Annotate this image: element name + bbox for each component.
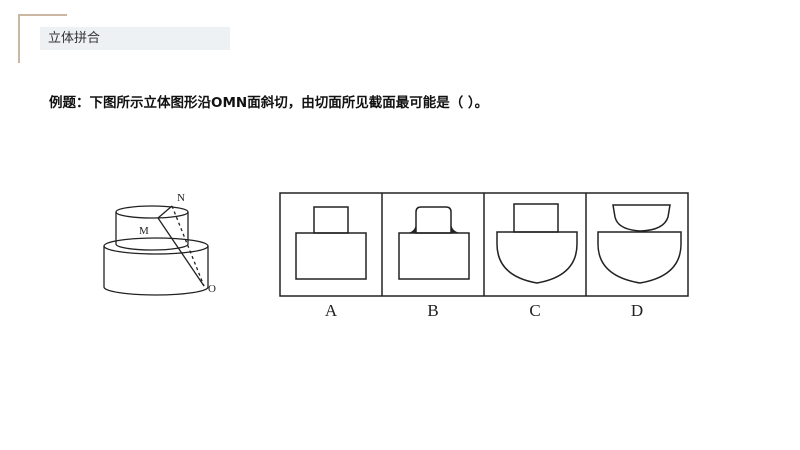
option-label-a: A [325,301,338,320]
question-text: 例题：下图所示立体图形沿OMN面斜切，由切面所见截面最可能是（ ）。 [49,95,489,111]
option-label-c: C [529,301,540,320]
cut-line-nm [157,205,173,219]
option-label-d: D [631,301,643,320]
options-panel [279,192,689,297]
option-a-shape[interactable] [295,206,367,280]
cut-line-no-hidden [171,205,205,287]
option-label-b: B [427,301,438,320]
option-c-shape[interactable] [496,203,578,284]
top-cylinder-top [115,205,189,219]
label-o: O [208,283,216,295]
cut-line-mo [157,217,205,287]
bottom-cylinder-base [103,286,209,296]
top-cylinder-base [115,243,189,251]
option-b-shape[interactable] [398,206,470,280]
corner-accent-vertical [18,14,20,63]
option-d-shape[interactable] [597,204,682,284]
label-n: N [177,192,185,204]
solid-figure [103,205,209,296]
corner-accent-horizontal [18,14,67,16]
section-title: 立体拼合 [40,27,230,50]
label-m: M [139,225,149,237]
bottom-cylinder-top [103,237,209,255]
